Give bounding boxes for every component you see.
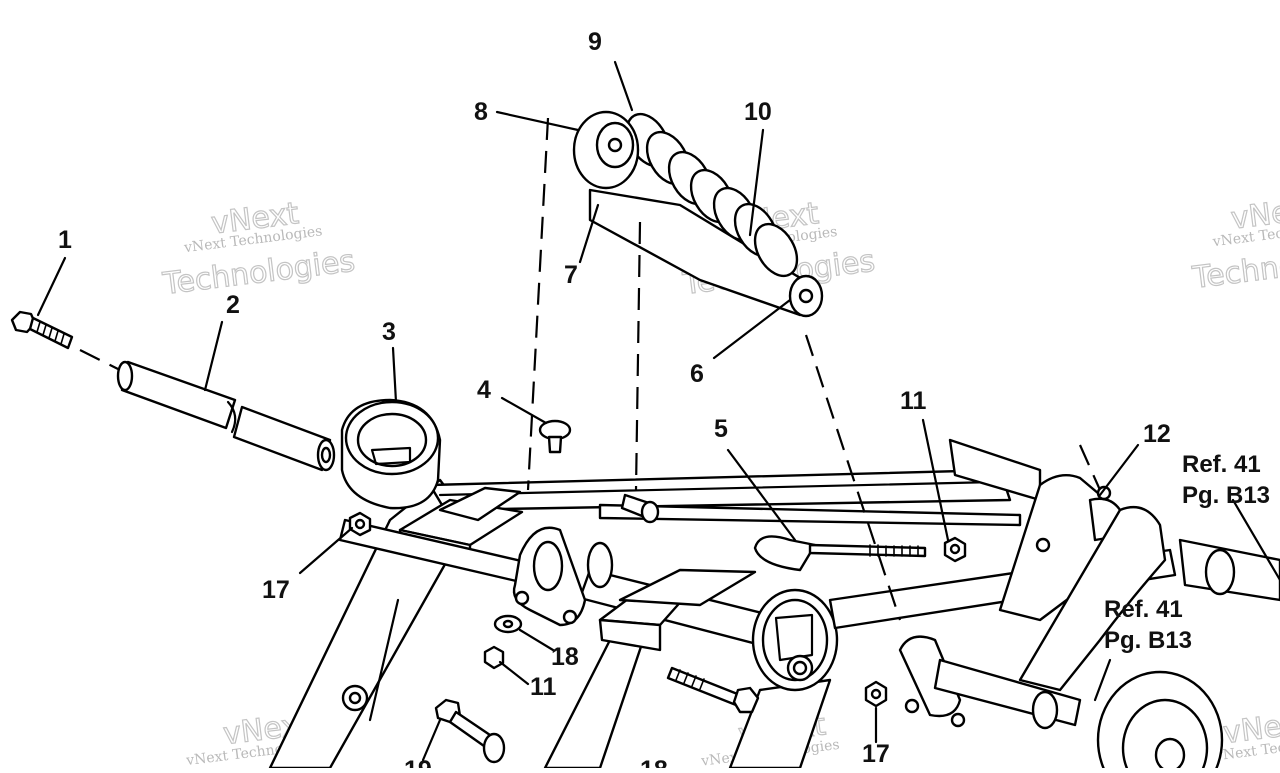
alignment-line-3 xyxy=(634,221,642,491)
callout-4: 4 xyxy=(477,376,491,404)
callout-19: 19 xyxy=(404,756,432,768)
ref-lower-line2: Pg. B13 xyxy=(1104,627,1192,654)
alignment-line-5 xyxy=(1078,444,1102,491)
reference-lower: Ref. 41 Pg. B13 xyxy=(1104,596,1192,654)
shock-spring-coils xyxy=(625,112,799,278)
center-bracket xyxy=(598,568,757,652)
callout-10: 10 xyxy=(744,98,772,126)
washer-18 xyxy=(493,614,523,634)
watermark-3: vNext vNext Technologies Technologies xyxy=(1189,191,1280,297)
callout-17-left: 17 xyxy=(262,576,290,604)
callout-12: 12 xyxy=(1143,420,1171,448)
callout-2: 2 xyxy=(226,291,240,319)
reference-upper: Ref. 41 Pg. B13 xyxy=(1182,451,1270,509)
bushing-3 xyxy=(340,398,442,510)
callout-5: 5 xyxy=(714,415,728,443)
callout-18-bottom: 18 xyxy=(640,756,668,768)
shock-absorber xyxy=(572,110,824,318)
center-plate xyxy=(512,526,614,627)
upper-tube xyxy=(428,468,1012,512)
front-bushing xyxy=(751,588,839,692)
ref-upper-line2: Pg. B13 xyxy=(1182,482,1270,509)
shaft-2 xyxy=(116,360,336,472)
callout-6: 6 xyxy=(690,360,704,388)
bolt-long-center xyxy=(666,666,760,714)
ref-lower-line1: Ref. 41 xyxy=(1104,596,1183,623)
callout-18-left: 18 xyxy=(551,643,579,671)
bolt-19 xyxy=(434,698,506,764)
bolt-5 xyxy=(753,535,927,572)
alignment-line-1 xyxy=(79,349,121,371)
pin-small xyxy=(620,493,660,524)
alignment-line-2 xyxy=(526,117,550,491)
nut-17-left xyxy=(348,511,372,537)
idler-wheel xyxy=(1096,670,1224,773)
ref-upper-line1: Ref. 41 xyxy=(1182,451,1261,478)
nut-11-right xyxy=(943,536,967,563)
bolt-1 xyxy=(10,310,74,350)
callout-11-right: 11 xyxy=(900,387,927,415)
alignment-line-4 xyxy=(804,334,902,621)
callout-8: 8 xyxy=(474,98,488,126)
right-arm xyxy=(1018,505,1280,692)
watermark-1: vNext vNext Technologies Technologies xyxy=(160,196,358,303)
callout-1: 1 xyxy=(58,226,72,254)
lower-right-plates xyxy=(898,635,1082,730)
nut-11-left xyxy=(483,645,505,670)
leader-lines xyxy=(36,60,1280,762)
callout-7: 7 xyxy=(564,261,578,289)
callout-3: 3 xyxy=(382,318,396,346)
callout-9: 9 xyxy=(588,28,602,56)
callout-11-left: 11 xyxy=(530,673,557,701)
callout-17-right: 17 xyxy=(862,740,890,768)
nut-17-right xyxy=(864,680,888,708)
screw-4 xyxy=(538,419,572,454)
